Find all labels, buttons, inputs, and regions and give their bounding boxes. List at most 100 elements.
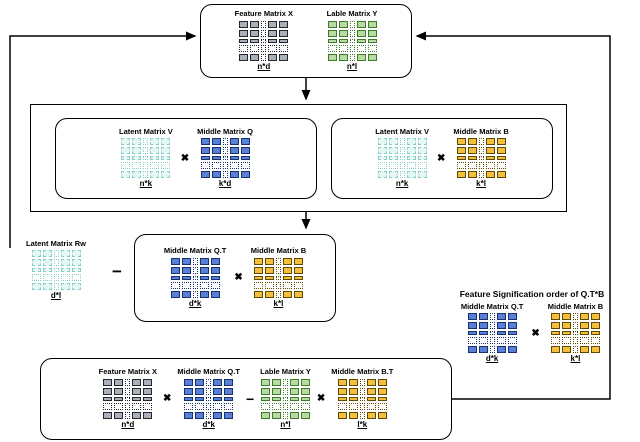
matrix-label: Latent Matrix Rw [25, 239, 86, 248]
matrix-cell [496, 171, 506, 179]
matrix-cell [53, 259, 59, 267]
matrix-cell [260, 378, 270, 386]
matrix-cell [199, 290, 209, 298]
matrix-cell [264, 290, 274, 298]
matrix-cell [181, 266, 191, 274]
matrix-cell [260, 402, 270, 410]
matrix-cell [264, 266, 274, 274]
matrix-unit-label-y-top: Lable Matrix Y n*l [327, 10, 378, 71]
matrix-cell [271, 387, 281, 395]
matrix-cell [366, 396, 376, 401]
matrix-unit-latent-v-left: Latent Matrix V n*k [119, 127, 173, 189]
matrix-cell [300, 387, 310, 395]
matrix-cell [356, 29, 366, 37]
matrix-cell [222, 147, 228, 155]
matrix-cell [467, 171, 477, 179]
matrix-cell [103, 378, 113, 386]
matrix-cell [478, 337, 488, 345]
matrix-cell [250, 53, 260, 61]
matrix-cell [195, 411, 205, 419]
matrix-cell [260, 387, 270, 395]
matrix-cell [239, 29, 249, 37]
matrix-unit-middle-qt-bottom: Middle Matrix Q.T d*k [177, 368, 240, 429]
matrix-cell [327, 44, 337, 52]
matrix-cell [572, 337, 578, 345]
matrix-cell [268, 38, 278, 43]
matrix-cell [60, 268, 70, 273]
matrix-cell [143, 402, 153, 410]
matrix-dims: d*k [485, 354, 499, 364]
matrix-cell [271, 411, 281, 419]
matrix-cell [195, 396, 205, 401]
matrix-grid-feature-x [239, 20, 289, 61]
matrix-cell [496, 147, 506, 155]
matrix-cell [71, 268, 81, 273]
matrix-cell [496, 162, 506, 170]
matrix-cell [184, 402, 194, 410]
matrix-cell [271, 396, 281, 401]
matrix-cell [53, 283, 59, 291]
matrix-cell [268, 53, 278, 61]
matrix-cell [132, 138, 142, 146]
matrix-cell [199, 266, 209, 274]
matrix-cell [200, 162, 210, 170]
matrix-cell [271, 402, 281, 410]
matrix-cell [507, 322, 517, 330]
matrix-cell [399, 147, 405, 155]
matrix-cell [121, 162, 131, 170]
matrix-cell [289, 402, 299, 410]
matrix-cell [239, 44, 249, 52]
matrix-cell [485, 162, 495, 170]
matrix-cell [192, 290, 198, 298]
matrix-cell [377, 162, 387, 170]
matrix-cell [275, 290, 281, 298]
matrix-cell [579, 322, 589, 330]
matrix-cell [300, 402, 310, 410]
matrix-cell [224, 387, 234, 395]
matrix-cell [507, 331, 517, 336]
matrix-cell [579, 346, 589, 354]
matrix-cell [71, 250, 81, 258]
matrix-cell [507, 313, 517, 321]
matrix-cell [150, 162, 160, 170]
matrix-cell [356, 38, 366, 43]
matrix-cell [289, 396, 299, 401]
matrix-cell [240, 138, 250, 146]
matrix-cell [579, 313, 589, 321]
matrix-cell [456, 156, 466, 161]
matrix-cell [478, 138, 484, 146]
multiply-operator: ✖ [531, 328, 540, 340]
matrix-cell [200, 156, 210, 161]
matrix-cell [367, 44, 377, 52]
matrix-dims: n*l [346, 61, 358, 71]
matrix-unit-middle-b-residual: Middle Matrix B k*l [251, 247, 306, 308]
multiply-operator: ✖ [163, 393, 172, 405]
matrix-cell [211, 147, 221, 155]
matrix-cell [210, 257, 220, 265]
matrix-cell [377, 147, 387, 155]
matrix-cell [507, 346, 517, 354]
matrix-cell [356, 53, 366, 61]
matrix-cell [417, 156, 427, 161]
matrix-cell [275, 281, 281, 289]
matrix-unit-middle-b: Middle Matrix B k*l [453, 127, 508, 189]
matrix-cell [60, 274, 70, 282]
matrix-cell [239, 20, 249, 28]
matrix-cell [206, 387, 212, 395]
matrix-cell [489, 313, 495, 321]
matrix-cell [590, 346, 600, 354]
matrix-cell [467, 313, 477, 321]
matrix-unit-latent-rw: Latent Matrix Rw d*l [4, 239, 108, 301]
matrix-cell [250, 38, 260, 43]
matrix-cell [496, 156, 506, 161]
matrix-cell [53, 274, 59, 282]
matrix-cell [42, 268, 52, 273]
matrix-cell [250, 20, 260, 28]
matrix-cell [366, 387, 376, 395]
matrix-cell [282, 402, 288, 410]
minus-operator: − [112, 262, 122, 281]
matrix-cell [282, 411, 288, 419]
matrix-cell [496, 322, 506, 330]
matrix-dims: k*l [273, 298, 284, 308]
matrix-cell [213, 378, 223, 386]
